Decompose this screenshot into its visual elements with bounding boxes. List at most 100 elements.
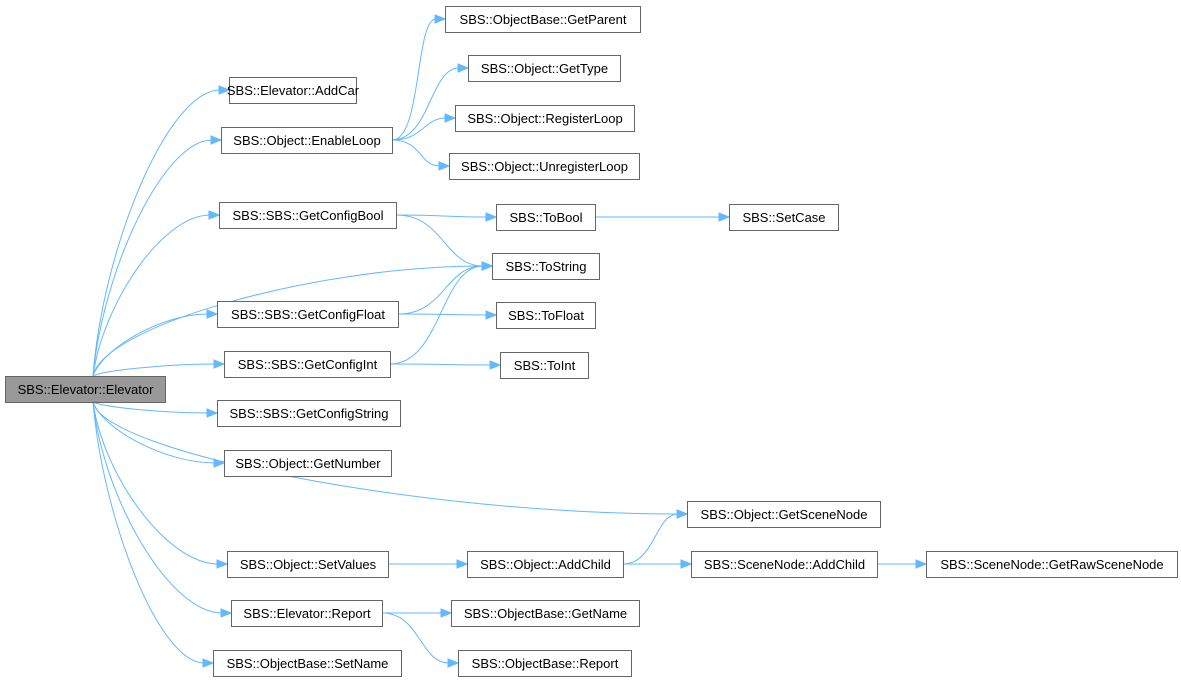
- node-getparent[interactable]: SBS::ObjectBase::GetParent: [445, 6, 641, 33]
- node-box-getname: [451, 600, 640, 627]
- edge-root-to-setname: [92, 401, 205, 664]
- arrowhead-root-to-setname: [202, 658, 215, 668]
- node-label-unregisterloop: SBS::Object::UnregisterLoop: [461, 159, 628, 174]
- node-scenenodeaddchild[interactable]: SBS::SceneNode::AddChild: [691, 551, 878, 578]
- arrowhead-scenenodeaddchild-to-getrawscenenode: [915, 559, 928, 569]
- node-tobool[interactable]: SBS::ToBool: [496, 204, 596, 231]
- node-label-getconfigfloat: SBS::SBS::GetConfigFloat: [231, 307, 385, 322]
- node-label-getparent: SBS::ObjectBase::GetParent: [460, 12, 627, 27]
- node-box-scenenodeaddchild: [691, 551, 878, 578]
- node-box-enableloop: [221, 127, 393, 154]
- node-getscenenode[interactable]: SBS::Object::GetSceneNode: [687, 501, 881, 528]
- node-label-scenenodeaddchild: SBS::SceneNode::AddChild: [704, 557, 865, 572]
- node-box-tofloat: [496, 302, 596, 329]
- node-label-getnumber: SBS::Object::GetNumber: [235, 456, 381, 471]
- node-getnumber[interactable]: SBS::Object::GetNumber: [224, 450, 392, 477]
- arrowhead-getconfigint-to-toint: [489, 360, 502, 370]
- arrowhead-root-to-report: [220, 608, 233, 618]
- node-objectbasereport[interactable]: SBS::ObjectBase::Report: [458, 650, 632, 677]
- node-label-getconfigint: SBS::SBS::GetConfigInt: [238, 357, 378, 372]
- node-tostring[interactable]: SBS::ToString: [492, 253, 600, 280]
- node-box-objectbasereport: [458, 650, 632, 677]
- arrowhead-addchild-to-scenenodeaddchild: [680, 559, 693, 569]
- arrowhead-enableloop-to-gettype: [457, 63, 470, 73]
- arrowhead-root-to-getconfigfloat: [206, 309, 219, 319]
- node-label-report: SBS::Elevator::Report: [243, 606, 371, 621]
- node-box-addchild: [467, 551, 624, 578]
- node-addcar[interactable]: SBS::Elevator::AddCar: [227, 77, 360, 104]
- arrowhead-root-to-enableloop: [210, 135, 223, 145]
- node-box-getconfigbool: [219, 202, 397, 229]
- node-getconfigfloat[interactable]: SBS::SBS::GetConfigFloat: [217, 301, 399, 328]
- node-gettype[interactable]: SBS::Object::GetType: [468, 55, 621, 82]
- node-enableloop[interactable]: SBS::Object::EnableLoop: [221, 127, 393, 154]
- node-label-tostring: SBS::ToString: [506, 259, 587, 274]
- edge-addchild-to-getscenenode: [622, 513, 679, 565]
- node-label-objectbasereport: SBS::ObjectBase::Report: [472, 656, 619, 671]
- node-label-getrawscenenode: SBS::SceneNode::GetRawSceneNode: [940, 557, 1163, 572]
- node-getconfigint[interactable]: SBS::SBS::GetConfigInt: [224, 351, 391, 378]
- node-getrawscenenode[interactable]: SBS::SceneNode::GetRawSceneNode: [926, 551, 1178, 578]
- nodes-layer: SBS::Elevator::Elevator SBS::Elevator::Ad…: [5, 6, 1178, 677]
- node-box-getconfigint: [224, 351, 391, 378]
- node-box-tostring: [492, 253, 600, 280]
- node-label-enableloop: SBS::Object::EnableLoop: [233, 133, 380, 148]
- arrowhead-root-to-getconfigstring: [206, 408, 219, 418]
- edge-enableloop-to-getparent: [391, 18, 437, 141]
- node-root[interactable]: SBS::Elevator::Elevator: [5, 376, 166, 403]
- arrowhead-root-to-getconfigbool: [208, 210, 221, 220]
- node-box-getscenenode: [687, 501, 881, 528]
- node-unregisterloop[interactable]: SBS::Object::UnregisterLoop: [449, 153, 640, 180]
- node-box-getrawscenenode: [926, 551, 1178, 578]
- arrowhead-addchild-to-getscenenode: [676, 509, 689, 519]
- node-box-tobool: [496, 204, 596, 231]
- node-box-getnumber: [224, 450, 392, 477]
- node-box-toint: [500, 352, 589, 379]
- node-label-registerloop: SBS::Object::RegisterLoop: [467, 111, 622, 126]
- node-label-tofloat: SBS::ToFloat: [508, 308, 584, 323]
- node-box-setname: [213, 650, 402, 677]
- node-registerloop[interactable]: SBS::Object::RegisterLoop: [455, 105, 635, 132]
- node-box-getparent: [445, 6, 641, 33]
- edge-getconfigbool-to-tostring: [395, 214, 484, 267]
- node-label-getconfigstring: SBS::SBS::GetConfigString: [230, 406, 389, 421]
- node-label-gettype: SBS::Object::GetType: [481, 61, 608, 76]
- node-box-getconfigstring: [217, 400, 401, 427]
- node-box-gettype: [468, 55, 621, 82]
- arrowhead-getconfigbool-to-tobool: [485, 212, 498, 222]
- edge-getconfigint-to-tostring: [389, 265, 484, 365]
- node-setname[interactable]: SBS::ObjectBase::SetName: [213, 650, 402, 677]
- edge-enableloop-to-gettype: [391, 67, 460, 141]
- edge-root-to-getconfigint: [92, 363, 216, 377]
- node-getconfigstring[interactable]: SBS::SBS::GetConfigString: [217, 400, 401, 427]
- edge-getconfigfloat-to-tofloat: [397, 313, 488, 316]
- node-setvalues[interactable]: SBS::Object::SetValues: [227, 551, 389, 578]
- node-label-addchild: SBS::Object::AddChild: [480, 557, 611, 572]
- node-getconfigbool[interactable]: SBS::SBS::GetConfigBool: [219, 202, 397, 229]
- node-getname[interactable]: SBS::ObjectBase::GetName: [451, 600, 640, 627]
- edge-enableloop-to-unregisterloop: [391, 139, 441, 167]
- arrowhead-enableloop-to-getparent: [434, 14, 447, 24]
- arrowhead-enableloop-to-registerloop: [444, 113, 457, 123]
- edge-root-to-getconfigstring: [92, 401, 209, 414]
- edge-root-to-enableloop: [92, 139, 213, 377]
- node-box-report: [231, 600, 383, 627]
- node-box-registerloop: [455, 105, 635, 132]
- node-label-getconfigbool: SBS::SBS::GetConfigBool: [232, 208, 383, 223]
- node-addchild[interactable]: SBS::Object::AddChild: [467, 551, 624, 578]
- node-tofloat[interactable]: SBS::ToFloat: [496, 302, 596, 329]
- node-label-tobool: SBS::ToBool: [510, 210, 583, 225]
- node-label-getname: SBS::ObjectBase::GetName: [464, 606, 627, 621]
- node-label-toint: SBS::ToInt: [514, 358, 576, 373]
- node-report[interactable]: SBS::Elevator::Report: [231, 600, 383, 627]
- edge-root-to-getconfigbool: [92, 214, 211, 377]
- node-setcase[interactable]: SBS::SetCase: [729, 204, 839, 231]
- node-label-setcase: SBS::SetCase: [742, 210, 825, 225]
- arrowhead-getconfigfloat-to-tofloat: [485, 310, 498, 320]
- node-toint[interactable]: SBS::ToInt: [500, 352, 589, 379]
- node-label-getscenenode: SBS::Object::GetSceneNode: [701, 507, 868, 522]
- node-box-root: [5, 376, 166, 403]
- arrowhead-enableloop-to-unregisterloop: [438, 161, 451, 171]
- arrowhead-getconfigint-to-tostring: [481, 261, 494, 271]
